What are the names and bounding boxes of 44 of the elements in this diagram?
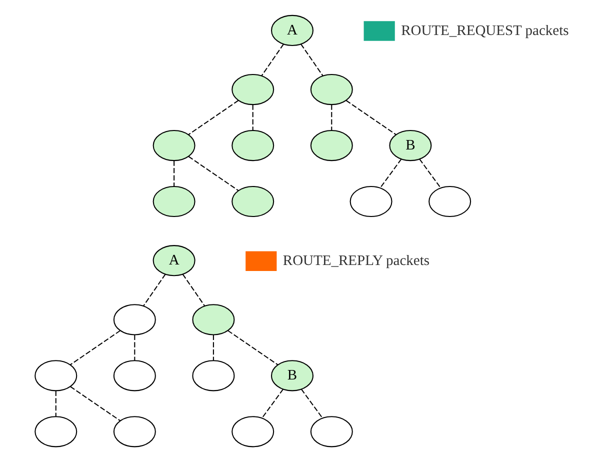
node-circle [34,416,78,448]
node-circle [232,74,274,106]
node-circle [113,304,156,336]
connector [380,158,402,188]
connector [262,388,284,418]
connector [212,334,214,360]
connector [182,274,206,306]
node-circle [113,360,156,392]
connector [142,274,166,306]
node-circle [192,360,235,392]
node-ellipse: B [389,130,432,162]
node-circle [152,186,196,218]
connector [70,330,120,366]
node-circle [428,186,472,218]
connector [419,158,441,188]
connector [188,100,239,136]
node-ellipse: A [271,14,314,46]
node-circle [113,416,156,448]
legend-label: ROUTE_REPLY packets [282,252,430,269]
node-circle [34,360,78,392]
node-circle [310,416,353,448]
node-circle [310,74,353,106]
node-circle [192,304,235,336]
node-circle [232,130,274,162]
connector [228,330,278,366]
connector [55,390,56,416]
connector [70,386,121,422]
node-circle [232,186,274,218]
connector [300,388,323,418]
legend-label: ROUTE_REQUEST packets [401,22,569,39]
connector [174,160,175,186]
connector [261,44,284,76]
connector [134,334,136,360]
node-circle [310,130,353,162]
node-circle [152,130,196,162]
connector [188,156,239,192]
node-circle [350,186,392,218]
node-circle [232,416,274,448]
node-ellipse: A [152,245,196,276]
connector [346,100,396,136]
node-ellipse: B [271,360,314,392]
connector [300,44,324,76]
connector [331,104,332,130]
connector [252,104,254,130]
